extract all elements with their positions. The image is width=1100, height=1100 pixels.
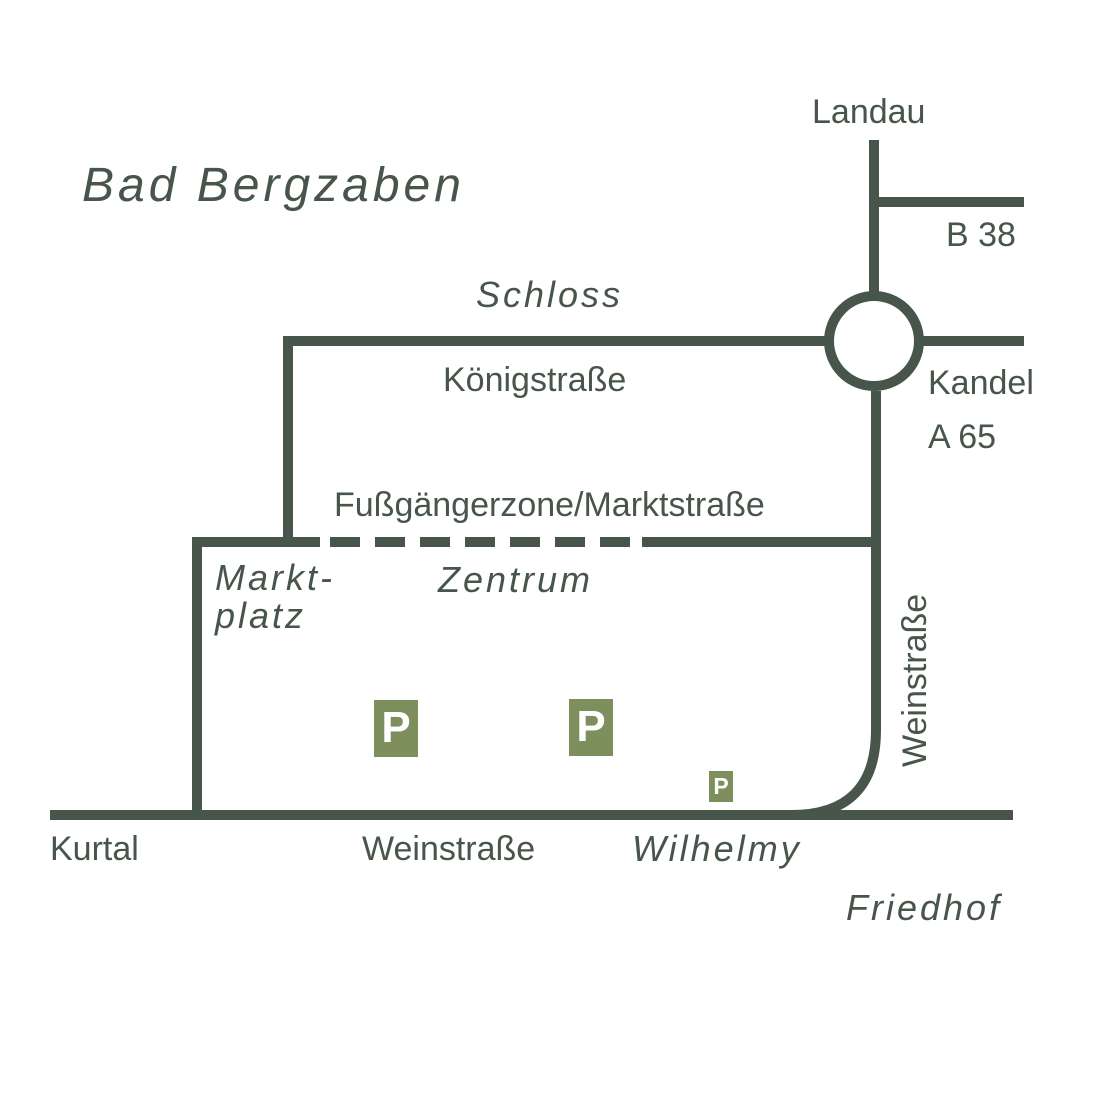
label-koenigstrasse: Königstraße: [443, 361, 626, 399]
map-title: Bad Bergzaben: [82, 159, 465, 212]
roundabout: [824, 291, 924, 391]
label-a65: A 65: [928, 418, 996, 456]
parking-symbol: P: [381, 703, 410, 752]
label-kurtal: Kurtal: [50, 830, 139, 868]
parking-area-1: P: [374, 700, 418, 757]
parking-icon: [569, 699, 613, 756]
parking-symbol: P: [576, 702, 605, 751]
parking-icon: [374, 700, 418, 757]
label-wilhelmy: Wilhelmy: [632, 828, 802, 869]
parking-icon: [709, 771, 733, 802]
parking-symbol: P: [713, 773, 728, 799]
label-schloss: Schloss: [476, 274, 623, 315]
label-marktplatz-line2: platz: [214, 595, 306, 636]
road-weinstrasse-curve: [790, 729, 881, 820]
parking-area-3: P: [709, 771, 733, 802]
label-fussgaengerzone: Fußgängerzone/Marktstraße: [334, 486, 765, 524]
parking-area-2: P: [569, 699, 613, 756]
road-network: [50, 140, 1024, 820]
label-friedhof: Friedhof: [846, 887, 1003, 928]
label-weinstrasse: Weinstraße: [362, 830, 535, 868]
label-landau: Landau: [812, 93, 925, 131]
label-b38: B 38: [946, 216, 1016, 254]
label-zentrum: Zentrum: [437, 559, 593, 600]
label-kandel: Kandel: [928, 364, 1034, 402]
label-marktplatz-line1: Markt-: [215, 557, 335, 598]
label-weinstrasse-vertical: Weinstraße: [896, 594, 934, 767]
